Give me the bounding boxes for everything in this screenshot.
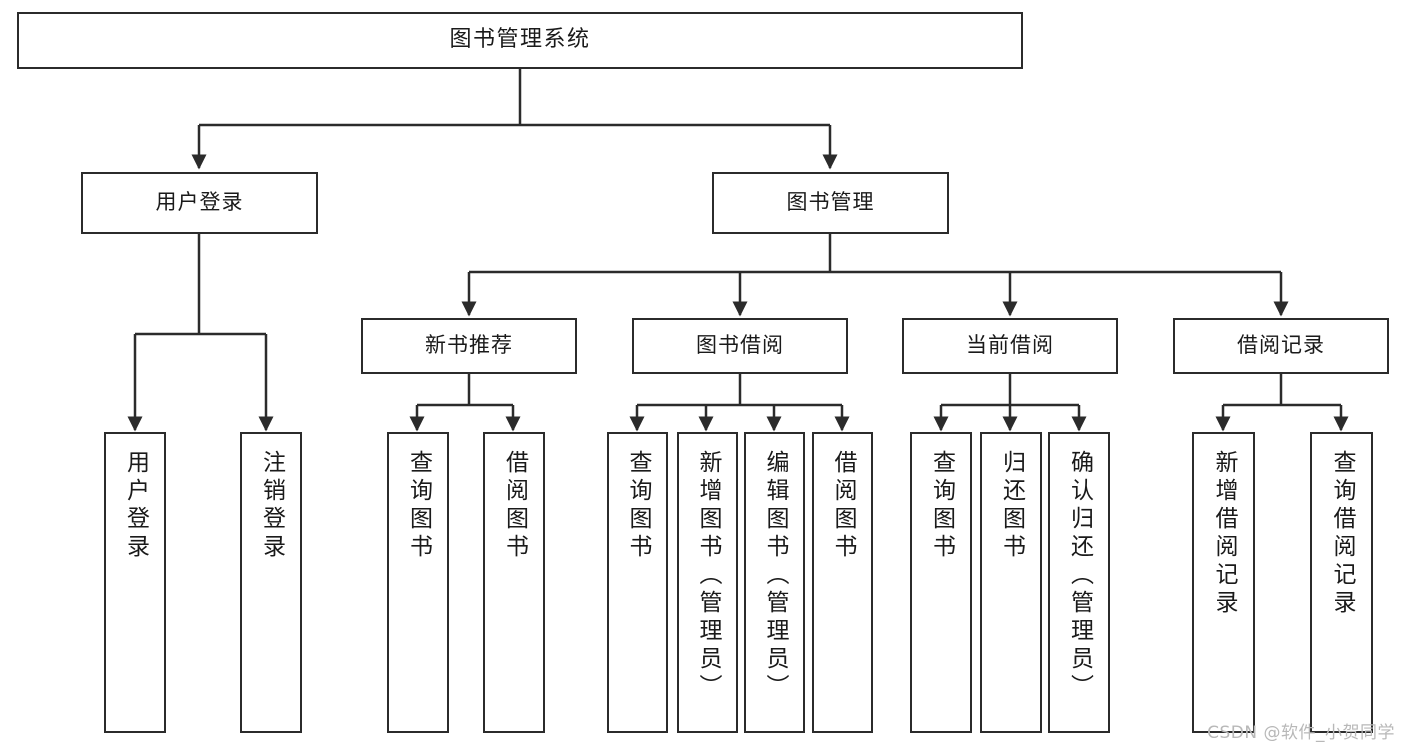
node-borrow-record-label: 借阅记录	[1237, 333, 1325, 358]
watermark: CSDN @软件_小贺同学	[1207, 723, 1395, 743]
leaf-current-borrow-confirm-label: 确认归还（管理员）	[1066, 450, 1093, 702]
leaf-book-borrow-borrow[interactable]: 借阅图书	[812, 432, 873, 733]
leaf-borrow-record-query-label: 查询借阅记录	[1329, 450, 1355, 618]
leaf-user-login-login[interactable]: 用户登录	[104, 432, 166, 733]
leaf-book-borrow-query-label: 查询图书	[625, 450, 651, 562]
node-root[interactable]: 图书管理系统	[17, 12, 1023, 69]
leaf-user-login-logout-label: 注销登录	[258, 450, 285, 562]
node-book-manage[interactable]: 图书管理	[712, 172, 949, 234]
leaf-book-borrow-edit-label: 编辑图书（管理员）	[762, 450, 788, 702]
leaf-borrow-record-add[interactable]: 新增借阅记录	[1192, 432, 1255, 733]
node-book-manage-label: 图书管理	[786, 190, 875, 215]
leaf-book-borrow-add-label: 新增图书（管理员）	[695, 450, 721, 702]
leaf-current-borrow-query[interactable]: 查询图书	[910, 432, 972, 733]
leaf-book-borrow-borrow-label: 借阅图书	[830, 450, 856, 562]
leaf-current-borrow-query-label: 查询图书	[928, 450, 955, 562]
leaf-new-book-query[interactable]: 查询图书	[387, 432, 449, 733]
leaf-user-login-logout[interactable]: 注销登录	[240, 432, 302, 733]
leaf-book-borrow-query[interactable]: 查询图书	[607, 432, 668, 733]
node-user-login-label: 用户登录	[155, 190, 244, 215]
leaf-user-login-login-label: 用户登录	[122, 450, 149, 562]
node-book-borrow-label: 图书借阅	[696, 333, 784, 358]
leaf-current-borrow-return-label: 归还图书	[998, 450, 1025, 562]
node-user-login[interactable]: 用户登录	[81, 172, 318, 234]
leaf-new-book-borrow[interactable]: 借阅图书	[483, 432, 545, 733]
leaf-borrow-record-query[interactable]: 查询借阅记录	[1310, 432, 1373, 733]
node-borrow-record[interactable]: 借阅记录	[1173, 318, 1389, 374]
node-book-borrow[interactable]: 图书借阅	[632, 318, 848, 374]
node-new-book-recommend-label: 新书推荐	[425, 333, 513, 358]
node-current-borrow-label: 当前借阅	[966, 333, 1054, 358]
node-current-borrow[interactable]: 当前借阅	[902, 318, 1118, 374]
leaf-borrow-record-add-label: 新增借阅记录	[1211, 450, 1237, 618]
leaf-current-borrow-return[interactable]: 归还图书	[980, 432, 1042, 733]
leaf-new-book-borrow-label: 借阅图书	[501, 450, 528, 562]
leaf-new-book-query-label: 查询图书	[405, 450, 432, 562]
leaf-current-borrow-confirm[interactable]: 确认归还（管理员）	[1048, 432, 1110, 733]
node-new-book-recommend[interactable]: 新书推荐	[361, 318, 577, 374]
node-root-label: 图书管理系统	[449, 27, 591, 53]
leaf-book-borrow-add[interactable]: 新增图书（管理员）	[677, 432, 738, 733]
leaf-book-borrow-edit[interactable]: 编辑图书（管理员）	[744, 432, 805, 733]
